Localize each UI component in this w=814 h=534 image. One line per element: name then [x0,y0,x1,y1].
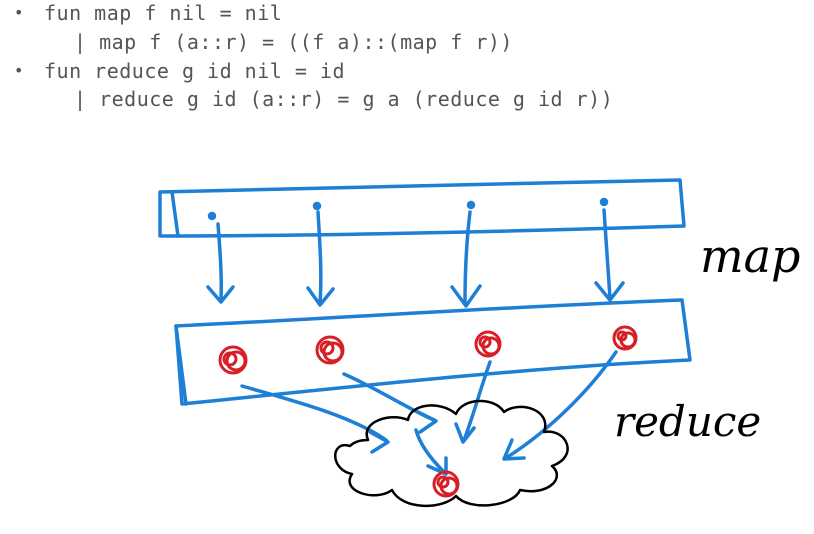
input-dot [207,211,217,221]
map-label: map [700,229,801,283]
mapped-element [315,335,345,365]
output-list-band [174,298,692,406]
mapped-element [612,325,638,351]
reduce-arrow [454,360,492,444]
reduce-arrow [342,372,438,434]
code-line-map-base: fun map f nil = nil [44,1,283,25]
input-list-band [158,178,686,238]
bullet-1: • [14,3,24,22]
reduce-label: reduce [614,397,761,446]
mapped-element [474,330,502,358]
map-arrow [450,210,482,308]
reduce-arrow [240,384,390,454]
input-dot [599,197,609,207]
map-arrow [206,222,235,304]
map-arrow [306,210,335,307]
map-arrow [594,208,625,302]
mapped-element [218,345,248,375]
input-dot [312,201,322,211]
combine-arrow [414,428,448,476]
code-line-reduce-base: fun reduce g id nil = id [44,59,345,83]
reduce-arrow [502,350,618,461]
code-block: • fun map f nil = nil | map f (a::r) = (… [0,0,814,120]
reduced-result [432,470,460,498]
bullet-2: • [14,61,24,80]
code-line-reduce-recursive: | reduce g id (a::r) = g a (reduce g id … [74,87,614,111]
input-dot [466,200,476,210]
code-line-map-recursive: | map f (a::r) = ((f a)::(map f r)) [74,30,513,54]
reduce-cloud [334,399,569,507]
